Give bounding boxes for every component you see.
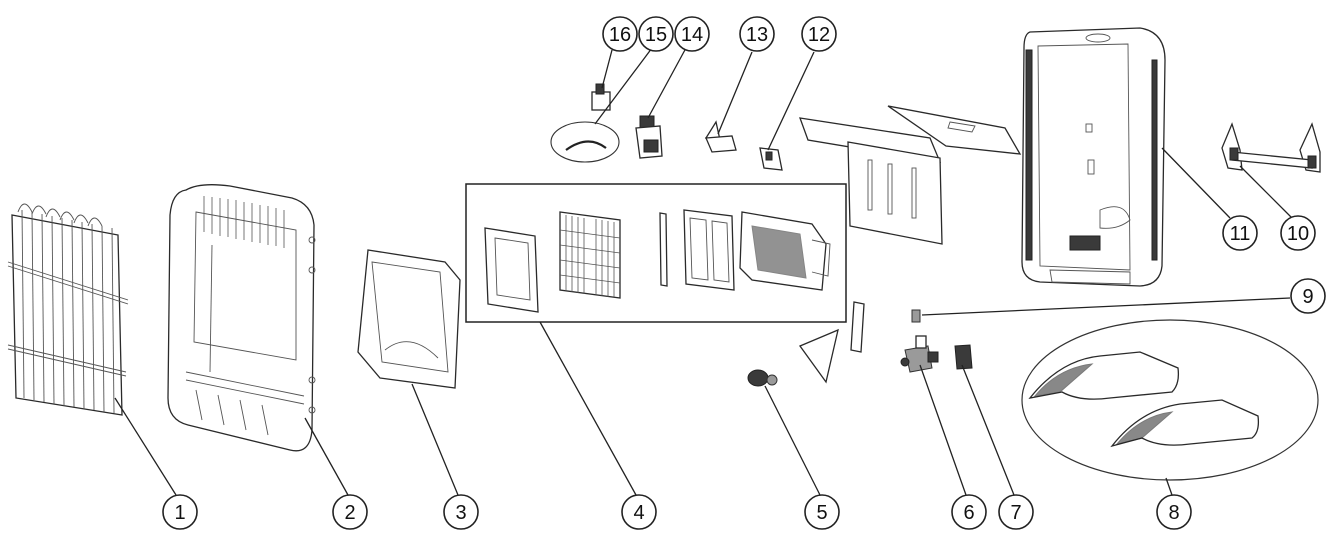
callout-5: 5 (804, 494, 840, 530)
callout-8: 8 (1156, 494, 1192, 530)
leader-lines (114, 47, 1293, 496)
part-7-switch (954, 344, 973, 370)
callout-11: 11 (1222, 215, 1258, 251)
callout-15: 15 (638, 16, 674, 52)
svg-text:11: 11 (1230, 223, 1251, 245)
callout-6: 6 (951, 494, 987, 530)
svg-text:16: 16 (609, 24, 631, 46)
svg-text:7: 7 (1010, 502, 1021, 524)
part-4-components (484, 209, 831, 313)
svg-text:10: 10 (1287, 223, 1309, 245)
callout-2: 2 (332, 494, 368, 530)
svg-text:13: 13 (746, 24, 768, 46)
svg-text:3: 3 (455, 502, 466, 524)
svg-text:1: 1 (174, 502, 185, 524)
callout-16: 16 (602, 16, 638, 52)
part-6-gas-valve (900, 335, 939, 373)
heat-shield-plates (799, 105, 1022, 245)
part-3-burner-box (357, 249, 461, 389)
callout-3: 3 (443, 494, 479, 530)
callout-13: 13 (739, 16, 775, 52)
svg-text:6: 6 (963, 502, 974, 524)
svg-text:14: 14 (681, 24, 703, 46)
svg-text:2: 2 (344, 502, 355, 524)
svg-text:4: 4 (633, 502, 644, 524)
part-8-feet (1021, 319, 1319, 481)
narrow-plate (850, 301, 865, 353)
callout-12: 12 (801, 16, 837, 52)
svg-text:8: 8 (1168, 502, 1179, 524)
part-4-component-frame (465, 183, 847, 323)
svg-text:15: 15 (645, 24, 667, 46)
part-16-knob (591, 83, 611, 111)
part-5-small-fitting (747, 369, 778, 387)
part-1-wire-grill (7, 203, 129, 416)
part-9-screw (911, 309, 921, 323)
part-15-wire (550, 121, 620, 163)
callout-4: 4 (621, 494, 657, 530)
callout-1: 1 (162, 494, 198, 530)
callout-14: 14 (674, 16, 710, 52)
bracket-triangle (798, 328, 839, 384)
part-11-back-housing (1021, 27, 1166, 287)
part-14-piezo-igniter (635, 115, 663, 159)
callout-9: 9 (1290, 278, 1326, 314)
svg-text:12: 12 (808, 24, 830, 46)
callout-7: 7 (998, 494, 1034, 530)
part-13-bracket (704, 120, 737, 153)
svg-text:9: 9 (1302, 286, 1313, 308)
part-12-bracket-small (759, 147, 783, 171)
svg-text:5: 5 (816, 502, 827, 524)
callout-10: 10 (1280, 215, 1316, 251)
part-10-wall-bracket (1221, 122, 1321, 173)
part-2-front-cover (167, 184, 316, 452)
